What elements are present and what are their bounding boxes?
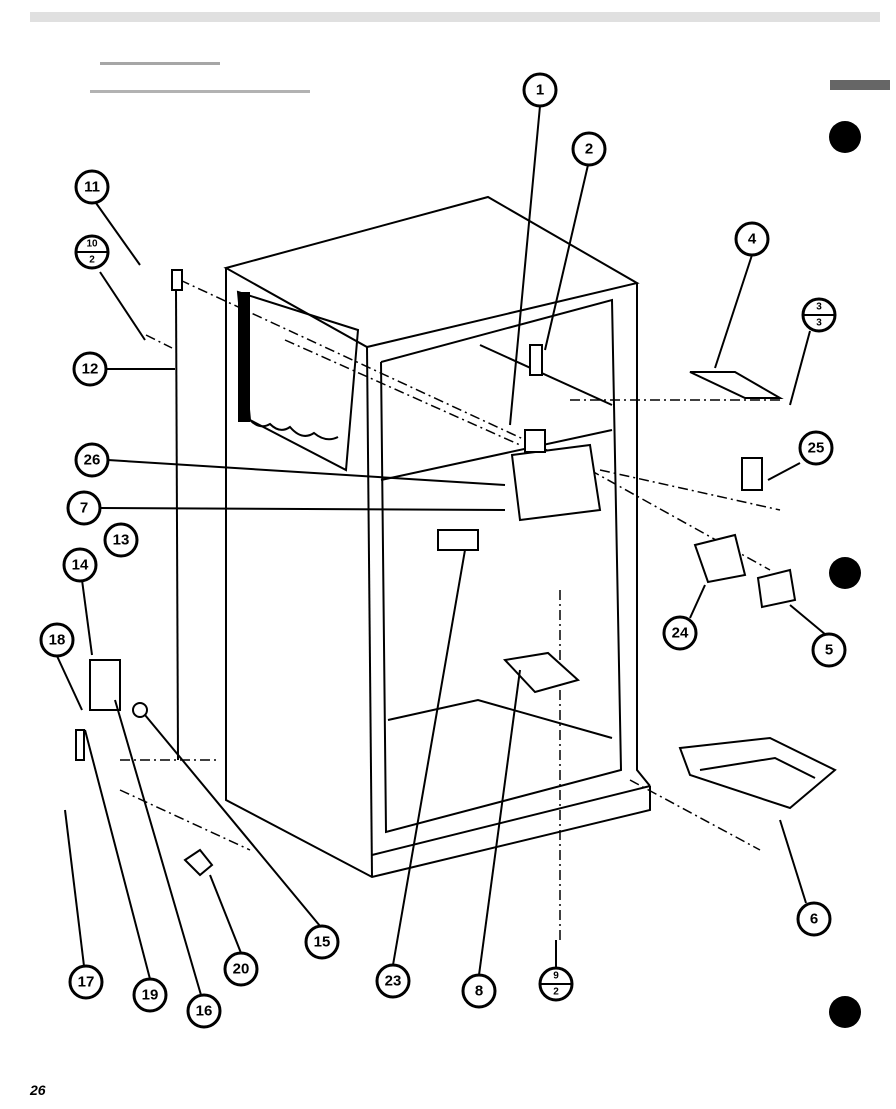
callout-12: 12: [72, 351, 108, 387]
callout-6-label: 6: [810, 911, 818, 928]
fraction-10-2-top: 10: [86, 239, 98, 250]
callout-fraction-10-2: 102: [74, 234, 110, 270]
callout-16-label: 16: [196, 1003, 213, 1020]
callout-8: 8: [461, 973, 497, 1009]
fraction-10-2-bottom: 2: [89, 255, 95, 266]
callout-26: 26: [74, 442, 110, 478]
callout-20-label: 20: [233, 961, 250, 978]
scan-noise: [30, 12, 890, 93]
callout-25: 25: [798, 430, 834, 466]
callout-4-label: 4: [748, 231, 757, 248]
callout-24: 24: [662, 615, 698, 651]
callout-1: 1: [522, 72, 558, 108]
callout-13-label: 13: [113, 532, 130, 549]
callout-fraction-3-3: 33: [801, 297, 837, 333]
refrigerator-cabinet: [223, 195, 651, 879]
callout-13: 13: [103, 522, 139, 558]
callout-7: 7: [66, 490, 102, 526]
part-ice-maker: [510, 344, 602, 522]
callout-19-label: 19: [142, 987, 159, 1004]
callout-18: 18: [39, 622, 75, 658]
part-bracket: [502, 651, 581, 694]
callout-25-label: 25: [808, 440, 825, 457]
callout-19: 19: [132, 977, 168, 1013]
callout-26-label: 26: [84, 452, 101, 469]
callout-7-label: 7: [80, 500, 88, 517]
callout-17-label: 17: [78, 974, 95, 991]
part-small-tab: [741, 457, 763, 491]
callout-fraction-9-2: 92: [538, 966, 574, 1002]
fraction-9-2-top: 9: [553, 971, 559, 982]
callout-17: 17: [68, 964, 104, 1000]
callout-4: 4: [734, 221, 770, 257]
callout-5-label: 5: [825, 642, 833, 659]
callout-18-label: 18: [49, 632, 66, 649]
page-number: 26: [30, 1082, 46, 1098]
callout-11-label: 11: [84, 179, 100, 196]
callout-20: 20: [223, 951, 259, 987]
part-fan-motor: [693, 533, 797, 609]
callout-15-label: 15: [314, 934, 331, 951]
part-ice-bin: [678, 736, 837, 810]
callout-23: 23: [375, 963, 411, 999]
callout-14: 14: [62, 547, 98, 583]
callout-2: 2: [571, 131, 607, 167]
callout-2-label: 2: [585, 141, 593, 158]
callout-12-label: 12: [82, 361, 99, 378]
callout-1-label: 1: [536, 82, 544, 99]
callout-15: 15: [304, 924, 340, 960]
binder-holes: [829, 121, 861, 1028]
callout-23-label: 23: [385, 973, 402, 990]
callout-24-label: 24: [672, 625, 689, 642]
part-hinge-assembly: [75, 269, 214, 877]
callout-14-label: 14: [72, 557, 89, 574]
callout-8-label: 8: [475, 983, 483, 1000]
callout-11: 11: [74, 169, 110, 205]
callout-6: 6: [796, 901, 832, 937]
fraction-9-2-bottom: 2: [553, 987, 559, 998]
fraction-3-3-bottom: 3: [816, 318, 822, 329]
callout-5: 5: [811, 632, 847, 668]
leader-lines: [56, 105, 827, 996]
callout-16: 16: [186, 993, 222, 1029]
part-grille: [437, 529, 479, 551]
fraction-3-3-top: 3: [816, 302, 822, 313]
part-shelf-bracket: [689, 371, 784, 399]
assembly-lines: [119, 279, 781, 940]
